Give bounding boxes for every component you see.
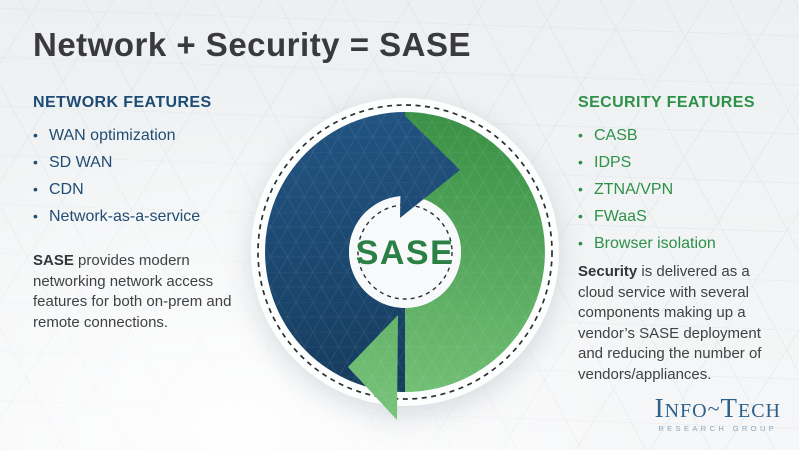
bullet-icon: • [578,181,583,197]
list-item: • FWaaS [578,203,788,230]
security-features-section: SECURITY FEATURES • CASB • IDPS • ZTNA/V… [578,94,788,257]
network-features-section: NETWORK FEATURES • WAN optimization • SD… [33,94,258,230]
security-note-lead: Security [578,263,638,280]
bullet-icon: • [33,154,38,170]
bullet-icon: • [33,208,38,224]
bullet-icon: • [578,154,583,170]
security-note: Security is delivered as a cloud service… [578,262,786,385]
network-features-heading: NETWORK FEATURES [33,94,212,111]
list-item: • CDN [33,176,258,203]
list-item: • IDPS [578,149,788,176]
security-feature-list: • CASB • IDPS • ZTNA/VPN • FWaaS [578,122,788,257]
logo-rest-1: NFO [664,400,708,422]
bullet-icon: • [578,235,583,251]
list-item: • Network-as-a-service [33,203,258,230]
page-title: Network + Security = SASE [33,26,472,63]
network-note: SASE provides modern networking network … [33,251,245,333]
security-note-text: is delivered as a cloud service with sev… [578,263,762,383]
feature-label: Browser isolation [594,235,716,252]
bullet-icon: • [578,127,583,143]
feature-label: CDN [49,181,84,198]
logo-subtitle: RESEARCH GROUP [658,424,778,433]
network-feature-list: • WAN optimization • SD WAN • CDN • Netw… [33,122,258,230]
feature-label: FWaaS [594,208,647,225]
list-item: • SD WAN [33,149,258,176]
security-features-heading: SECURITY FEATURES [578,94,755,111]
infotech-logo: INFO~TECH RESEARCH GROUP [655,395,781,433]
list-item: • ZTNA/VPN [578,176,788,203]
feature-label: SD WAN [49,154,113,171]
inner-dashed-circle [357,204,453,300]
sase-cycle-diagram: SASE [251,98,559,420]
feature-label: Network-as-a-service [49,208,201,225]
feature-label: IDPS [594,154,632,171]
bullet-icon: • [33,181,38,197]
list-item: • CASB [578,122,788,149]
logo-rest-2: ECH [738,400,781,422]
center-label: SASE [356,234,455,272]
list-item: • Browser isolation [578,230,788,257]
tilde-icon: ~ [707,396,721,421]
feature-label: CASB [594,127,638,144]
network-note-lead: SASE [33,252,74,269]
logo-initial-1: I [654,393,665,423]
center-disc [349,196,461,308]
bullet-icon: • [33,127,38,143]
logo-initial-2: T [720,393,738,423]
outer-dashed-circle [257,104,553,400]
list-item: • WAN optimization [33,122,258,149]
bullet-icon: • [578,208,583,224]
network-note-text: provides modern networking network acces… [33,252,232,331]
logo-wordmark: INFO~TECH [655,395,781,422]
feature-label: ZTNA/VPN [594,181,674,198]
feature-label: WAN optimization [49,127,176,144]
